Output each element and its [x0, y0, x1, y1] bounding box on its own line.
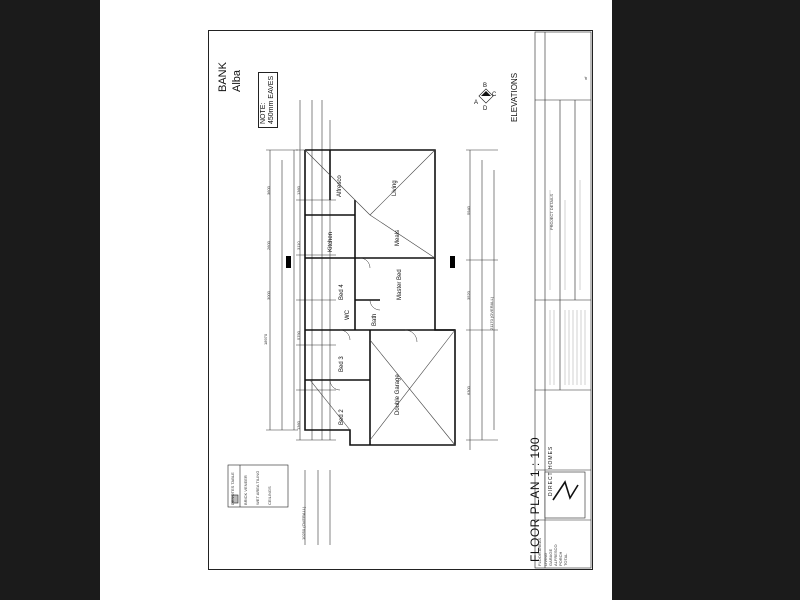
top-dimension-lines [269, 100, 495, 545]
am-logo [544, 471, 586, 519]
room-bath: Bath [372, 313, 378, 326]
dim-overall-right: 21170 (OVERALL) [489, 296, 494, 330]
legend-box [227, 464, 289, 508]
dim-left-3: 3000 [266, 291, 271, 300]
compass-b: B [483, 83, 488, 89]
brand-name: DIRECT HOMES [548, 445, 554, 496]
dim-right-1: 5940 [466, 206, 471, 215]
left-dark-margin [0, 0, 100, 600]
dim-right-2: 3520 [466, 291, 471, 300]
dim-top-2: 3110 [296, 241, 301, 250]
legend-title: DENOTES TABLE [230, 472, 235, 505]
areas-title: FLOOR AREAS [537, 537, 542, 566]
legend-row-3: CEILINGS [267, 486, 272, 505]
note-text: 450mm EAVES [268, 75, 275, 124]
builder-name: BANK [217, 62, 229, 92]
room-master-bed: Master Bed [397, 269, 403, 300]
house-walls [304, 149, 456, 446]
compass-c: C [492, 92, 497, 98]
project-details-label: PROJECT DETAILS [549, 193, 554, 230]
room-living: Living [392, 180, 398, 196]
section-markers [286, 256, 455, 268]
elevations-label: ELEVATIONS [510, 72, 519, 122]
room-meals: Meals [395, 229, 401, 246]
compass-d: D [483, 106, 488, 112]
roof-hip-lines [304, 149, 456, 446]
dim-right-3: 6300 [466, 386, 471, 395]
dim-bottom-overall: 10250 (OVERALL) [301, 506, 306, 540]
room-alfresco: Alfresco [337, 175, 343, 197]
room-bed2: Bed 2 [339, 409, 345, 425]
dim-left-1: 3600 [266, 186, 271, 195]
sheet-of-label: of [583, 76, 588, 80]
compass-symbol [478, 88, 494, 104]
dim-top-1: 1360 [296, 186, 301, 195]
area-total: TOTAL [563, 553, 568, 566]
note-label: NOTE: [260, 102, 267, 124]
room-bed4: Bed 4 [339, 284, 345, 300]
design-name: Alba [231, 69, 243, 92]
right-dark-margin [612, 0, 800, 600]
legend-row-2: WET AREA TILING [255, 470, 260, 505]
room-garage: Double Garage [395, 374, 401, 415]
room-kitchen: Kitchen [328, 231, 334, 252]
drawing-border [208, 30, 593, 570]
dim-left-2: 2600 [266, 241, 271, 250]
title-block-text-lines [549, 180, 586, 385]
room-bed3: Bed 3 [339, 356, 345, 372]
dim-top-4: 1360 [296, 421, 301, 430]
compass-a: A [474, 100, 479, 106]
room-wc: WC [345, 310, 351, 320]
dim-top-3: 5790 [296, 331, 301, 340]
eaves-note: NOTE: 450mm EAVES [258, 71, 278, 128]
legend-row-1: BRICK VENEER [243, 475, 248, 505]
door-swings [329, 257, 418, 391]
dimension-ticks [266, 149, 498, 441]
dim-overall-length: 18970 [263, 333, 268, 345]
